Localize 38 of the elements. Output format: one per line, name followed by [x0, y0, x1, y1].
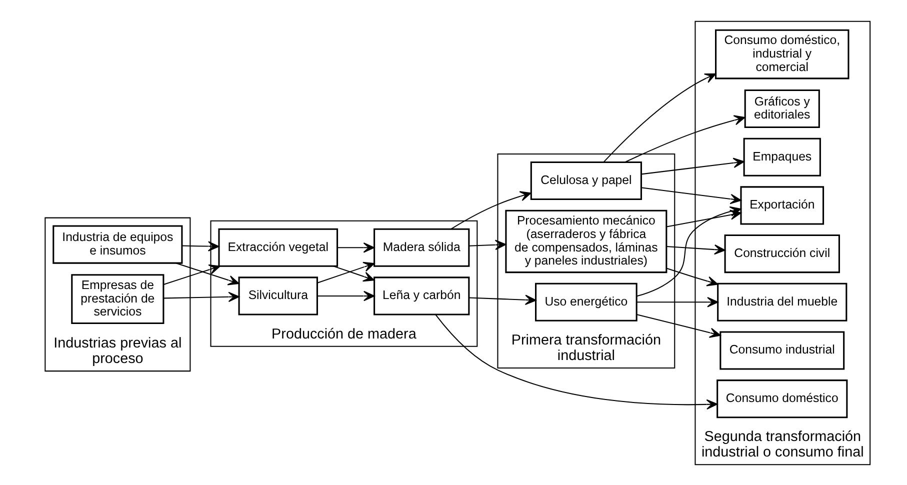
arrow: [338, 242, 375, 252]
node-box: Industria de equipos e insumos: [52, 224, 183, 264]
node-box: Uso energético: [535, 282, 638, 321]
node-box: Leña y carbón: [374, 276, 470, 315]
node-box: Empresas de prestación de servicios: [71, 274, 164, 324]
node-box: Empaques: [743, 137, 821, 176]
node-box: Gráficos y editoriales: [744, 88, 820, 128]
arrow: [469, 239, 506, 250]
arrow: [333, 265, 375, 282]
arrow: [603, 72, 716, 162]
arrow: [641, 157, 744, 174]
arrow: [469, 294, 536, 305]
arrow: [636, 313, 721, 338]
node-box: Consumo industrial: [720, 330, 845, 370]
arrow: [317, 290, 375, 301]
node-box: Industria del mueble: [717, 282, 848, 321]
arrow: [666, 209, 742, 227]
node-box: Exportación: [740, 186, 824, 224]
node-box: Consumo doméstico: [716, 379, 848, 418]
arrow: [666, 267, 718, 286]
arrow: [164, 264, 220, 284]
node-box: Madera sólida: [374, 228, 470, 266]
arrow: [636, 296, 718, 307]
node-box: Extracción vegetal: [218, 228, 338, 266]
arrow: [641, 186, 742, 204]
node-box: Celulosa y papel: [530, 160, 642, 200]
arrow: [317, 261, 375, 283]
arrow: [435, 314, 718, 410]
arrow: [164, 291, 240, 302]
arrow: [182, 240, 220, 251]
arrow: [624, 114, 746, 162]
arrow: [666, 244, 726, 254]
node-box: Silvicultura: [238, 276, 318, 315]
node-box: Procesamiento mecánico (aserraderos y fábrica de compensados, láminas y paneles industriales): [505, 209, 668, 273]
node-box: Consumo doméstico, industrial y comercial: [715, 28, 850, 79]
arrow: [450, 190, 532, 229]
node-box: Construcción civil: [724, 234, 840, 273]
arrow: [176, 262, 240, 285]
